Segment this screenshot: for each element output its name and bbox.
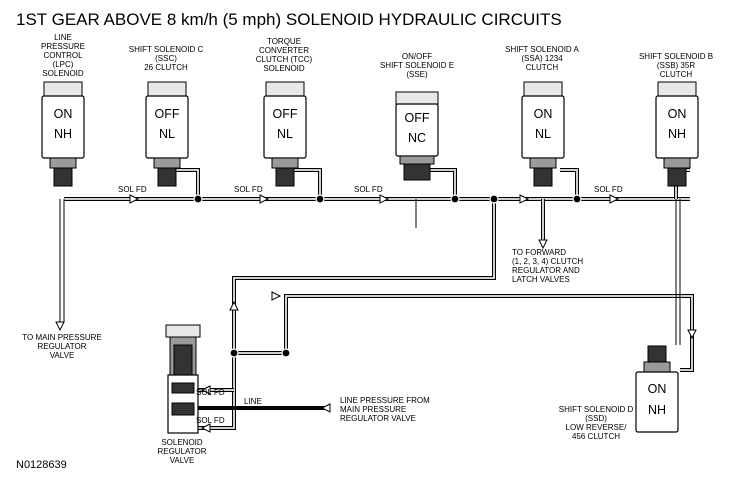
sol-fd-label-3: SOL FD: [354, 185, 383, 194]
ssc-label: SHIFT SOLENOID C(SSC)26 CLUTCH: [129, 45, 204, 72]
lpc-label-line: PRESSURE: [41, 42, 85, 51]
ssc-type: NL: [159, 127, 175, 141]
sse-type: NC: [408, 131, 426, 145]
ssb-label-line: CLUTCH: [660, 70, 693, 79]
lpc-label-line: CONTROL: [43, 51, 83, 60]
lpc-label-line: (LPC): [53, 60, 74, 69]
solenoid-ssa: ON NL: [521, 81, 565, 187]
lpc-label-line: SOLENOID: [42, 69, 84, 78]
solenoid-ssc: OFF NL: [145, 81, 189, 187]
ssd-label-line: 456 CLUTCH: [572, 432, 620, 441]
solenoid-sse: OFF NC: [395, 91, 439, 181]
ssb-type: NH: [668, 127, 686, 141]
ssc-state: OFF: [155, 107, 180, 121]
tcc-type: NL: [277, 127, 293, 141]
sol-fd-label-1: SOL FD: [118, 185, 147, 194]
to-forward-clutch-label-line: LATCH VALVES: [512, 275, 570, 284]
solenoid-ssd: ON NH: [635, 345, 679, 433]
lpc-label-line: LINE: [54, 33, 72, 42]
ssd-type: NH: [648, 403, 666, 417]
solenoid-regulator-label-line: REGULATOR: [157, 447, 206, 456]
ssa-label-line: SHIFT SOLENOID A: [505, 45, 579, 54]
solenoid-ssb: ON NH: [655, 81, 699, 187]
tcc-label-line: TORQUE: [267, 37, 301, 46]
lpc-state: ON: [54, 107, 73, 121]
ssd-label: SHIFT SOLENOID D(SSD)LOW REVERSE/456 CLU…: [559, 405, 634, 441]
solenoid-regulator-valve: [165, 324, 201, 434]
solenoid-lpc: ON NH: [41, 81, 85, 187]
ssa-label-line: CLUTCH: [526, 63, 559, 72]
ssa-type: NL: [535, 127, 551, 141]
ssb-label-line: SHIFT SOLENOID B: [639, 52, 713, 61]
figure-id: N0128639: [16, 459, 67, 471]
ssa-state: ON: [534, 107, 553, 121]
sse-label-line: (SSE): [406, 70, 428, 79]
ssb-state: ON: [668, 107, 687, 121]
sse-state: OFF: [405, 111, 430, 125]
sol-fd-passages: [64, 168, 694, 430]
to-forward-clutch-label-line: TO FORWARD: [512, 248, 566, 257]
tcc-label-line: SOLENOID: [263, 64, 305, 73]
to-main-pressure-regulator-label-line: VALVE: [50, 351, 75, 360]
to-main-pressure-regulator-label-line: REGULATOR: [37, 342, 86, 351]
sse-label-line: ON/OFF: [402, 52, 432, 61]
ssd-label-line: LOW REVERSE/: [566, 423, 628, 432]
sol-fd-label-4: SOL FD: [594, 185, 623, 194]
to-main-pressure-regulator-label-line: TO MAIN PRESSURE: [22, 333, 101, 342]
ssc-label-line: SHIFT SOLENOID C: [129, 45, 204, 54]
ssa-label-line: (SSA) 1234: [521, 54, 563, 63]
ssd-label-line: SHIFT SOLENOID D: [559, 405, 634, 414]
junction-nodes: [193, 194, 582, 358]
to-forward-clutch-label-line: (1, 2, 3, 4) CLUTCH: [512, 257, 583, 266]
ssd-state: ON: [648, 382, 667, 396]
ssb-label-line: (SSB) 35R: [657, 61, 695, 70]
ssd-label-line: (SSD): [585, 414, 607, 423]
sol-fd-label-6: SOL FD: [196, 416, 225, 425]
sol-fd-label-5: SOL FD: [196, 388, 225, 397]
tcc-label-line: CLUTCH (TCC): [256, 55, 313, 64]
line-pressure-from-main-label-line: MAIN PRESSURE: [340, 405, 406, 414]
solenoid-regulator-label-line: VALVE: [170, 456, 195, 465]
diagram-title: 1ST GEAR ABOVE 8 km/h (5 mph) SOLENOID H…: [16, 10, 562, 29]
flow-arrows: [55, 194, 697, 433]
line-label: LINE: [244, 397, 262, 406]
ssc-label-line: 26 CLUTCH: [144, 63, 188, 72]
solenoid-regulator-label-line: SOLENOID: [161, 438, 203, 447]
sol-fd-label-2: SOL FD: [234, 185, 263, 194]
sse-label-line: SHIFT SOLENOID E: [380, 61, 454, 70]
to-forward-clutch-label-line: REGULATOR AND: [512, 266, 580, 275]
line-pressure-from-main-label-line: REGULATOR VALVE: [340, 414, 416, 423]
line-pressure-from-main-label-line: LINE PRESSURE FROM: [340, 396, 430, 405]
exhaust-lines: [415, 199, 681, 345]
ssc-label-line: (SSC): [155, 54, 177, 63]
tcc-label-line: CONVERTER: [259, 46, 309, 55]
tcc-state: OFF: [273, 107, 298, 121]
lpc-type: NH: [54, 127, 72, 141]
solenoid-tcc: OFF NL: [263, 81, 307, 187]
